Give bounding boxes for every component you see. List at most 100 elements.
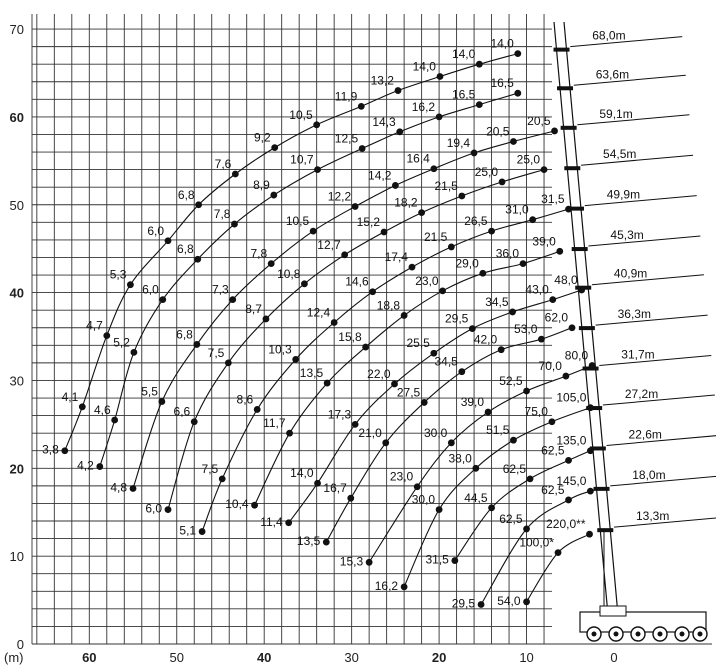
load-value-label: 26,5 <box>464 214 488 228</box>
load-point <box>538 335 545 343</box>
y-tick-label: 0 <box>17 637 24 652</box>
load-point <box>111 416 119 424</box>
load-value-label: 27,5 <box>397 385 421 399</box>
load-value-label: 16,2 <box>375 579 399 593</box>
load-value-label: 39,0 <box>461 395 485 409</box>
load-value-label: 29,5 <box>452 596 476 610</box>
x-tick-label: 10 <box>519 650 533 665</box>
load-value-label: 14,0 <box>490 37 514 51</box>
boom-label-leader <box>606 435 716 446</box>
load-value-label: 100,0* <box>519 536 554 550</box>
load-point <box>436 73 444 80</box>
load-point <box>313 121 321 129</box>
boom-label-leader <box>610 475 716 487</box>
load-value-label: 6,0 <box>142 283 159 297</box>
load-value-label: 10,4 <box>225 497 249 511</box>
load-value-label: 25,0 <box>517 153 541 167</box>
load-value-label: 18,8 <box>377 298 401 312</box>
load-value-label: 25,0 <box>475 165 499 179</box>
load-value-label: 12,2 <box>328 190 352 204</box>
x-unit-label: (m) <box>4 650 24 665</box>
load-value-label: 5,1 <box>179 524 196 538</box>
load-point <box>565 496 572 504</box>
load-point <box>526 475 534 483</box>
load-value-label: 75,0 <box>525 405 549 419</box>
load-point <box>129 485 137 492</box>
load-point <box>470 149 478 157</box>
load-value-label: 62,5 <box>499 512 523 526</box>
y-tick-label: 30 <box>10 373 24 388</box>
load-point <box>435 113 443 121</box>
load-point <box>468 325 476 333</box>
boom-label-leader <box>599 355 712 367</box>
load-point <box>523 387 530 395</box>
load-value-label: 36,0 <box>496 247 520 261</box>
boom-label-leader <box>613 517 716 528</box>
load-point <box>158 398 166 405</box>
load-value-label: 15,8 <box>338 330 362 344</box>
load-value-label: 19,4 <box>447 136 471 150</box>
load-point <box>380 228 388 236</box>
load-point <box>103 332 111 340</box>
load-value-label: 6,8 <box>176 327 193 341</box>
load-point <box>195 201 203 209</box>
load-curve <box>480 490 591 605</box>
load-point <box>529 216 537 224</box>
load-point <box>314 166 321 174</box>
load-point <box>190 418 198 426</box>
y-tick-label: 70 <box>10 22 24 37</box>
load-point <box>430 349 438 357</box>
load-point <box>391 380 398 388</box>
load-value-label: 14,0 <box>290 466 314 480</box>
load-value-label: 17,3 <box>328 407 352 421</box>
y-tick-label: 20 <box>10 461 24 476</box>
load-value-label: 80,0 <box>565 349 589 363</box>
boom-section-collar <box>560 125 577 130</box>
x-tick-label: 30 <box>344 650 358 665</box>
load-value-label: 43,0 <box>525 283 549 297</box>
load-value-label: 10,3 <box>268 342 292 356</box>
load-value-label: 20,5 <box>486 124 510 138</box>
load-value-label: 44,5 <box>464 491 488 505</box>
load-point <box>458 368 466 376</box>
load-point <box>523 525 530 533</box>
load-point <box>309 227 317 235</box>
load-value-label: 7,5 <box>202 462 219 476</box>
load-point <box>420 399 428 406</box>
load-value-label: 31,5 <box>541 192 565 206</box>
boom-label-leader <box>577 114 690 126</box>
load-value-label: 31,0 <box>505 203 529 217</box>
load-point <box>472 464 480 472</box>
load-value-label: 14,6 <box>345 275 369 289</box>
load-point <box>586 530 593 538</box>
load-value-label: 12,4 <box>307 305 331 319</box>
x-tick-label: 20 <box>432 650 446 665</box>
wheel-hub <box>697 631 703 637</box>
load-point <box>347 494 355 502</box>
load-point <box>451 557 459 564</box>
load-point <box>447 243 455 251</box>
load-point <box>130 348 138 356</box>
load-value-label: 4,6 <box>94 403 111 417</box>
load-value-label: 4,1 <box>62 390 79 404</box>
load-point <box>322 538 330 546</box>
load-point <box>358 145 366 152</box>
load-value-label: 8,9 <box>253 178 270 192</box>
load-point <box>127 281 134 289</box>
load-value-label: 5,2 <box>113 335 130 349</box>
x-tick-label: 0 <box>610 650 617 665</box>
load-value-label: 30,0 <box>412 493 436 507</box>
boom-section-collar <box>564 166 581 171</box>
load-value-label: 51,5 <box>486 423 510 437</box>
load-point <box>430 165 438 173</box>
boom-section-collar <box>586 406 603 411</box>
load-point <box>96 463 104 470</box>
load-point <box>262 315 270 323</box>
cab <box>599 605 627 617</box>
load-point <box>588 362 596 369</box>
boom-section-collar <box>593 486 610 491</box>
load-point <box>413 483 421 491</box>
load-value-label: 54,0 <box>497 594 521 608</box>
